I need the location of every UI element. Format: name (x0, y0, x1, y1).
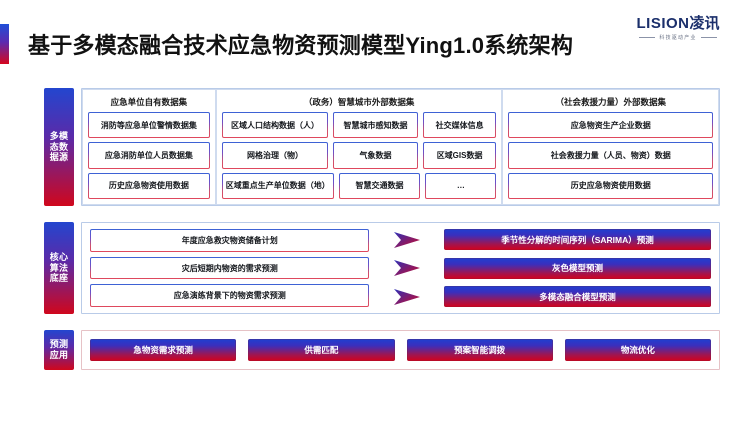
side-line: 算法 (49, 262, 69, 273)
group-line: 历史应急物资使用数据 (508, 173, 713, 199)
header-accent-bar (0, 24, 9, 64)
group-government-datasets[interactable]: （政务）智慧城市外部数据集 区域人口结构数据（人） 智慧城市感知数据 社交媒体信… (215, 89, 503, 205)
model-bar[interactable]: 季节性分解的时间序列（SARIMA）预测 (443, 229, 711, 250)
data-cell[interactable]: … (425, 173, 496, 199)
scenario-cell[interactable]: 灾后短期内物资的需求预测 (90, 257, 369, 280)
row-label-data-sources: 多模 态数 据源 (44, 88, 74, 206)
group-body: 消防等应急单位警情数据集 应急消防单位人员数据集 历史应急物资使用数据 (88, 112, 210, 199)
data-sources-panel: 应急单位自有数据集 消防等应急单位警情数据集 应急消防单位人员数据集 历史应急物… (81, 88, 720, 206)
group-title: 应急单位自有数据集 (110, 97, 188, 107)
group-title: （社会救援力量）外部数据集 (555, 97, 666, 107)
side-line: 据源 (49, 152, 69, 163)
flow-arrows (369, 229, 444, 307)
row-data-sources: 多模 态数 据源 应急单位自有数据集 消防等应急单位警情数据集 应急消防单位人员… (44, 88, 720, 206)
data-cell[interactable]: 气象数据 (333, 142, 418, 168)
logo-wordmark: LISION凌讯 (618, 16, 738, 31)
data-cell[interactable]: 网格治理（物） (222, 142, 328, 168)
logo-tagline-row: 科技驱动产业 (618, 34, 738, 41)
group-line: 区域人口结构数据（人） 智慧城市感知数据 社交媒体信息 (222, 112, 497, 138)
group-body: 区域人口结构数据（人） 智慧城市感知数据 社交媒体信息 网格治理（物） 气象数据… (222, 112, 497, 199)
side-line: 多模 (49, 130, 69, 141)
arrow-slot (393, 229, 420, 250)
side-line: 底座 (49, 273, 69, 284)
data-cell[interactable]: 智慧城市感知数据 (333, 112, 418, 138)
scenario-cell[interactable]: 应急演练背景下的物资需求预测 (90, 284, 369, 307)
group-line: 应急物资生产企业数据 (508, 112, 713, 138)
group-line: 区域重点生产单位数据（地） 智慧交通数据 … (222, 173, 497, 199)
logo-latin: LISION (636, 15, 690, 32)
group-line: 社会救援力量（人员、物资）数据 (508, 142, 713, 168)
core-algorithms-panel: 年度应急救灾物资储备计划 灾后短期内物资的需求预测 应急演练背景下的物资需求预测 (81, 222, 720, 314)
arrow-right-icon (393, 288, 420, 305)
row-label-core-algorithms: 核心 算法 底座 (44, 222, 74, 314)
data-cell[interactable]: 应急消防单位人员数据集 (88, 142, 210, 168)
group-body: 应急物资生产企业数据 社会救援力量（人员、物资）数据 历史应急物资使用数据 (508, 112, 713, 199)
data-cell[interactable]: 区域人口结构数据（人） (222, 112, 328, 138)
group-internal-datasets[interactable]: 应急单位自有数据集 消防等应急单位警情数据集 应急消防单位人员数据集 历史应急物… (82, 89, 216, 205)
slide-header: 基于多模态融合技术应急物资预测模型Ying1.0系统架构 LISION凌讯 科技… (0, 0, 750, 72)
side-line: 应用 (49, 350, 69, 360)
applications-layout: 急物资需求预测 供需匹配 预案智能调拨 物流优化 (82, 331, 719, 369)
data-cell[interactable]: 应急物资生产企业数据 (508, 112, 713, 138)
page-title: 基于多模态融合技术应急物资预测模型Ying1.0系统架构 (28, 33, 574, 58)
model-bar[interactable]: 灰色模型预测 (443, 257, 711, 279)
model-bar[interactable]: 多模态融合模型预测 (443, 286, 711, 307)
logo-chinese: 凌讯 (689, 15, 720, 32)
row-core-algorithms: 核心 算法 底座 年度应急救灾物资储备计划 灾后短期内物资的需求预测 应急演练背… (44, 222, 720, 314)
algorithm-models: 季节性分解的时间序列（SARIMA）预测 灰色模型预测 多模态融合模型预测 (443, 229, 711, 307)
algorithms-layout: 年度应急救灾物资储备计划 灾后短期内物资的需求预测 应急演练背景下的物资需求预测 (82, 223, 719, 313)
arrow-slot (393, 258, 420, 279)
applications-panel: 急物资需求预测 供需匹配 预案智能调拨 物流优化 (81, 330, 720, 370)
algorithm-scenarios: 年度应急救灾物资储备计划 灾后短期内物资的需求预测 应急演练背景下的物资需求预测 (90, 229, 369, 307)
arrow-right-icon (393, 260, 420, 276)
data-cell[interactable]: 社会救援力量（人员、物资）数据 (508, 142, 713, 168)
logo-tagline: 科技驱动产业 (659, 35, 697, 41)
side-line: 核心 (49, 251, 69, 262)
brand-logo: LISION凌讯 科技驱动产业 (618, 16, 738, 41)
data-cell[interactable]: 区域GIS数据 (423, 142, 497, 168)
application-bar[interactable]: 供需匹配 (248, 339, 395, 361)
application-bar[interactable]: 物流优化 (564, 339, 711, 361)
row-label-applications: 预测 应用 (44, 330, 74, 370)
data-cell[interactable]: 历史应急物资使用数据 (508, 173, 713, 199)
data-cell[interactable]: 区域重点生产单位数据（地） (222, 173, 334, 199)
scenario-cell[interactable]: 年度应急救灾物资储备计划 (90, 229, 369, 252)
application-bar[interactable]: 预案智能调拨 (406, 339, 553, 361)
group-line: 应急消防单位人员数据集 (88, 142, 210, 168)
arrow-right-icon (393, 231, 420, 248)
group-social-rescue-datasets[interactable]: （社会救援力量）外部数据集 应急物资生产企业数据 社会救援力量（人员、物资）数据… (502, 89, 719, 205)
row-applications: 预测 应用 急物资需求预测 供需匹配 预案智能调拨 物流优化 (44, 330, 720, 370)
side-line: 态数 (49, 141, 69, 152)
data-cell[interactable]: 消防等应急单位警情数据集 (88, 112, 210, 138)
group-line: 历史应急物资使用数据 (88, 173, 210, 199)
application-bar[interactable]: 急物资需求预测 (90, 339, 237, 361)
arrow-slot (393, 286, 420, 307)
logo-rule-right (700, 37, 717, 38)
data-cell[interactable]: 智慧交通数据 (339, 173, 421, 199)
group-title: （政务）智慧城市外部数据集 (303, 97, 415, 107)
group-line: 消防等应急单位警情数据集 (88, 112, 210, 138)
logo-rule-left (639, 37, 656, 38)
side-line: 预测 (49, 339, 69, 350)
data-cell[interactable]: 社交媒体信息 (423, 112, 497, 138)
data-cell[interactable]: 历史应急物资使用数据 (88, 173, 210, 199)
group-line: 网格治理（物） 气象数据 区域GIS数据 (222, 142, 497, 168)
